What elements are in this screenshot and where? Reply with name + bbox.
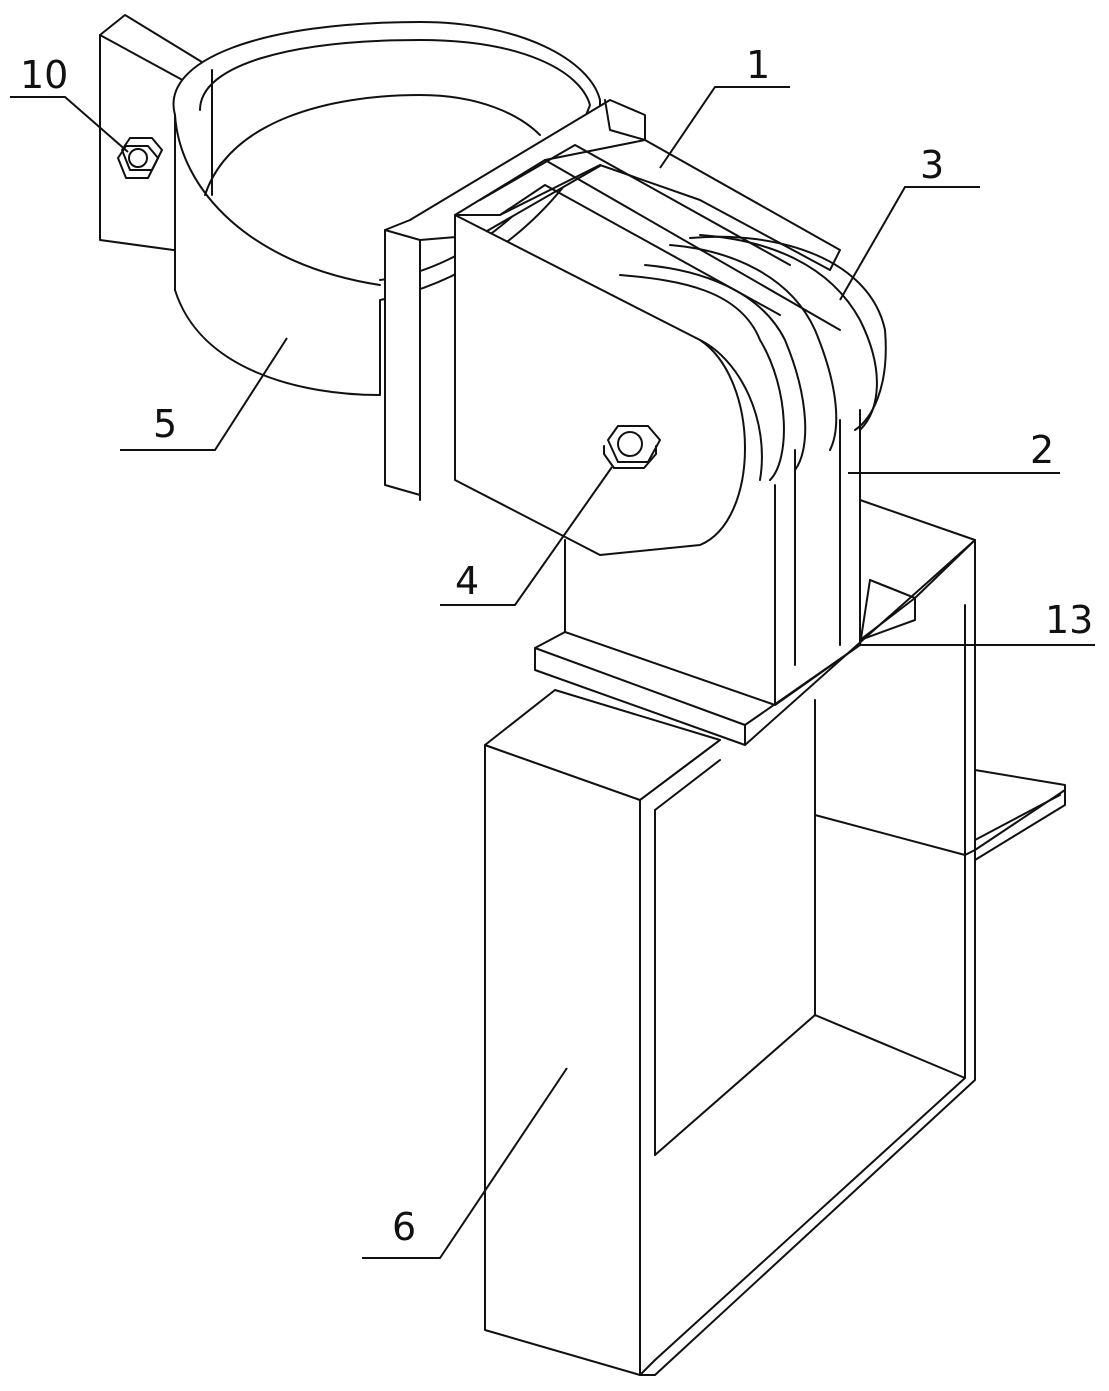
label-3: 3 [920, 143, 944, 187]
label-2: 2 [1030, 428, 1054, 472]
channel-inner-bottom [655, 1015, 965, 1155]
label-1: 1 [746, 43, 770, 87]
leader-1 [660, 87, 790, 168]
label-13: 13 [1045, 598, 1093, 642]
channel-side-tab-edge [975, 790, 1065, 850]
leader-3 [840, 187, 980, 300]
label-6: 6 [392, 1205, 416, 1249]
frame-side-plate [455, 215, 745, 555]
label-5: 5 [153, 402, 177, 446]
label-4: 4 [455, 559, 479, 603]
channel-right-outline [640, 540, 975, 1375]
channel-front-face [485, 745, 640, 1375]
channel-bottom-corner [640, 1360, 655, 1375]
channel-mid-rail [815, 815, 975, 855]
label-10: 10 [20, 53, 68, 97]
channel-side-tab [975, 770, 1065, 860]
